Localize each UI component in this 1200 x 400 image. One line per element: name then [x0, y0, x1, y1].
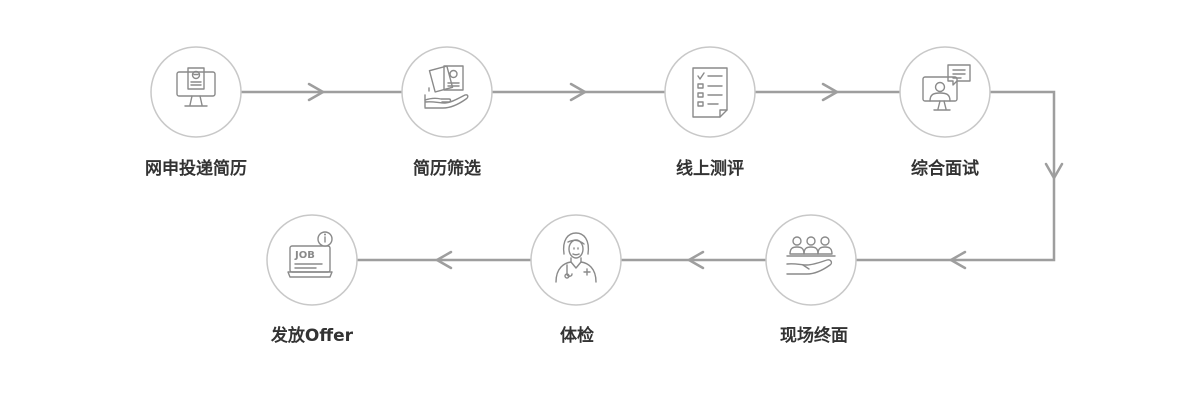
job-offer-icon: JOB — [287, 231, 333, 278]
doctor-icon — [555, 232, 597, 283]
step-1-node — [150, 46, 242, 138]
arrow-right-icon — [307, 82, 325, 102]
panel-interview-icon — [786, 236, 836, 275]
arrow-left-icon — [435, 250, 453, 270]
video-interview-icon — [922, 64, 971, 111]
step-label-comprehensive-interview: 综合面试 — [911, 159, 979, 179]
computer-resume-icon — [176, 67, 216, 107]
step-label-resume-screening: 简历筛选 — [413, 159, 481, 179]
step-5-node — [765, 214, 857, 306]
step-label-resume-submission: 网申投递简历 — [145, 159, 247, 179]
arrow-left-icon — [687, 250, 705, 270]
step-4-node — [899, 46, 991, 138]
arrowheads — [307, 82, 1064, 270]
arrow-down-icon — [1044, 162, 1064, 180]
step-label-medical-exam: 体检 — [560, 326, 594, 346]
step-2-node — [401, 46, 493, 138]
step-label-final-interview: 现场终面 — [780, 326, 848, 346]
step-7-node: JOB — [266, 214, 358, 306]
step-label-online-assessment: 线上测评 — [676, 159, 744, 179]
arrow-right-icon — [821, 82, 839, 102]
step-3-node — [664, 46, 756, 138]
step-6-node — [530, 214, 622, 306]
hand-resume-icon — [424, 65, 469, 109]
arrow-left-icon — [949, 250, 967, 270]
job-text: JOB — [294, 250, 315, 261]
step-label-offer: 发放Offer — [270, 326, 354, 346]
arrow-right-icon — [569, 82, 587, 102]
checklist-icon — [692, 67, 728, 118]
